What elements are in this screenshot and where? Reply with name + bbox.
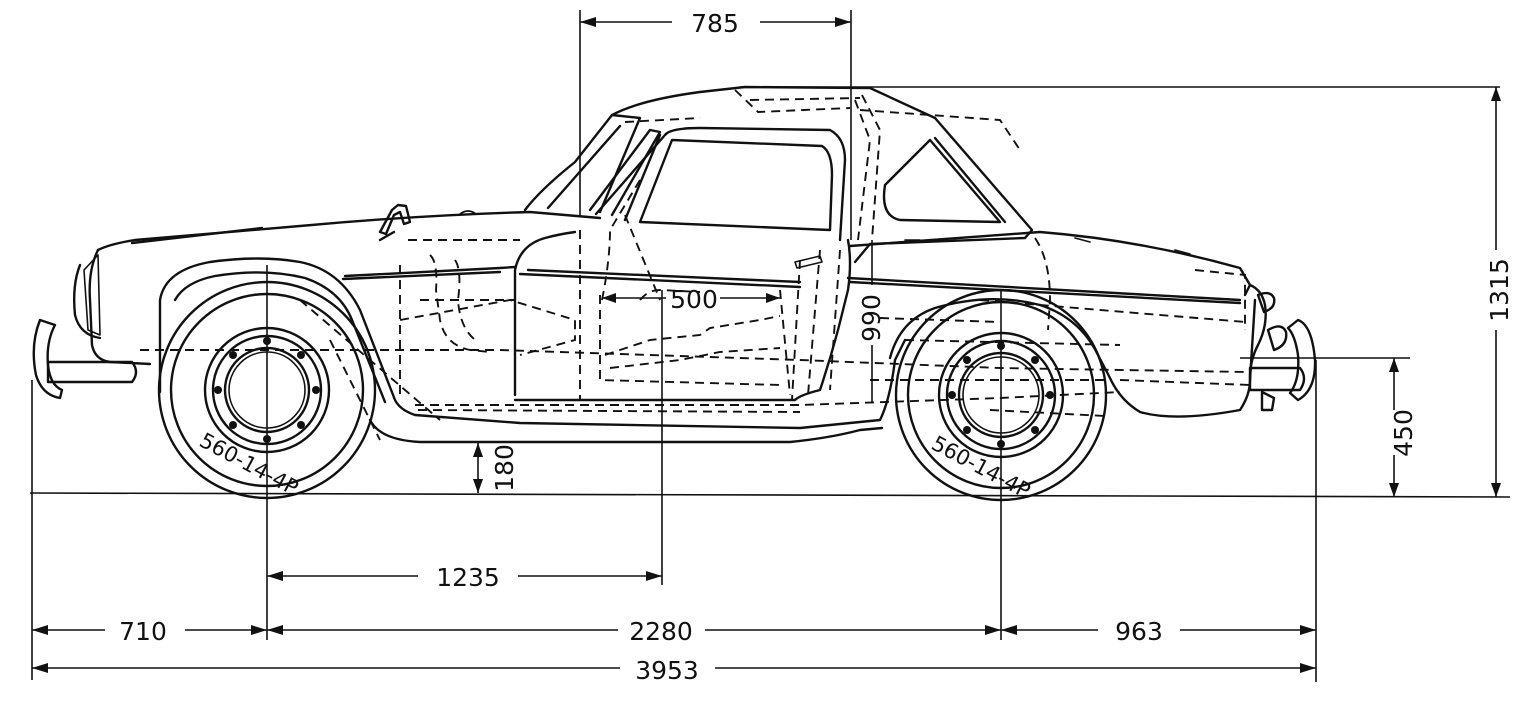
dim-overall-length-label: 3953: [635, 656, 699, 685]
dim-ground-clearance: 180: [473, 443, 519, 493]
dim-rear-overhang-label: 963: [1115, 617, 1163, 646]
dim-axle-to-seat-label: 1235: [436, 563, 500, 592]
dim-door-height: 990: [857, 240, 886, 402]
dim-roof-length-label: 785: [691, 9, 739, 38]
dim-roof-length: 785: [580, 9, 851, 38]
dim-overall-length: 3953: [32, 656, 1316, 685]
dim-overhangs-wheelbase: 710 2280 963: [32, 617, 1316, 646]
dim-overall-height-label: 1315: [1485, 258, 1514, 322]
dim-bumper-height: 450: [1389, 358, 1418, 497]
hidden-lines: [140, 89, 1251, 441]
car-body: [32, 85, 1317, 444]
dim-bumper-height-label: 450: [1389, 409, 1418, 457]
dim-front-overhang-label: 710: [119, 617, 167, 646]
dim-seat-depth-label: 500: [670, 285, 718, 314]
dim-seat-depth: 500: [602, 285, 780, 314]
dim-door-height-label: 990: [857, 294, 886, 342]
front-wheel: [157, 280, 377, 500]
dim-overall-height: 1315: [1485, 87, 1514, 497]
front-tyre-label: 560-14-4P: [196, 428, 303, 500]
dim-axle-to-seat: 1235: [267, 563, 662, 592]
dim-ground-clearance-label: 180: [490, 444, 519, 492]
rear-wheel: [894, 288, 1108, 502]
dim-wheelbase-label: 2280: [629, 617, 693, 646]
reference-lines: [29, 10, 1511, 682]
